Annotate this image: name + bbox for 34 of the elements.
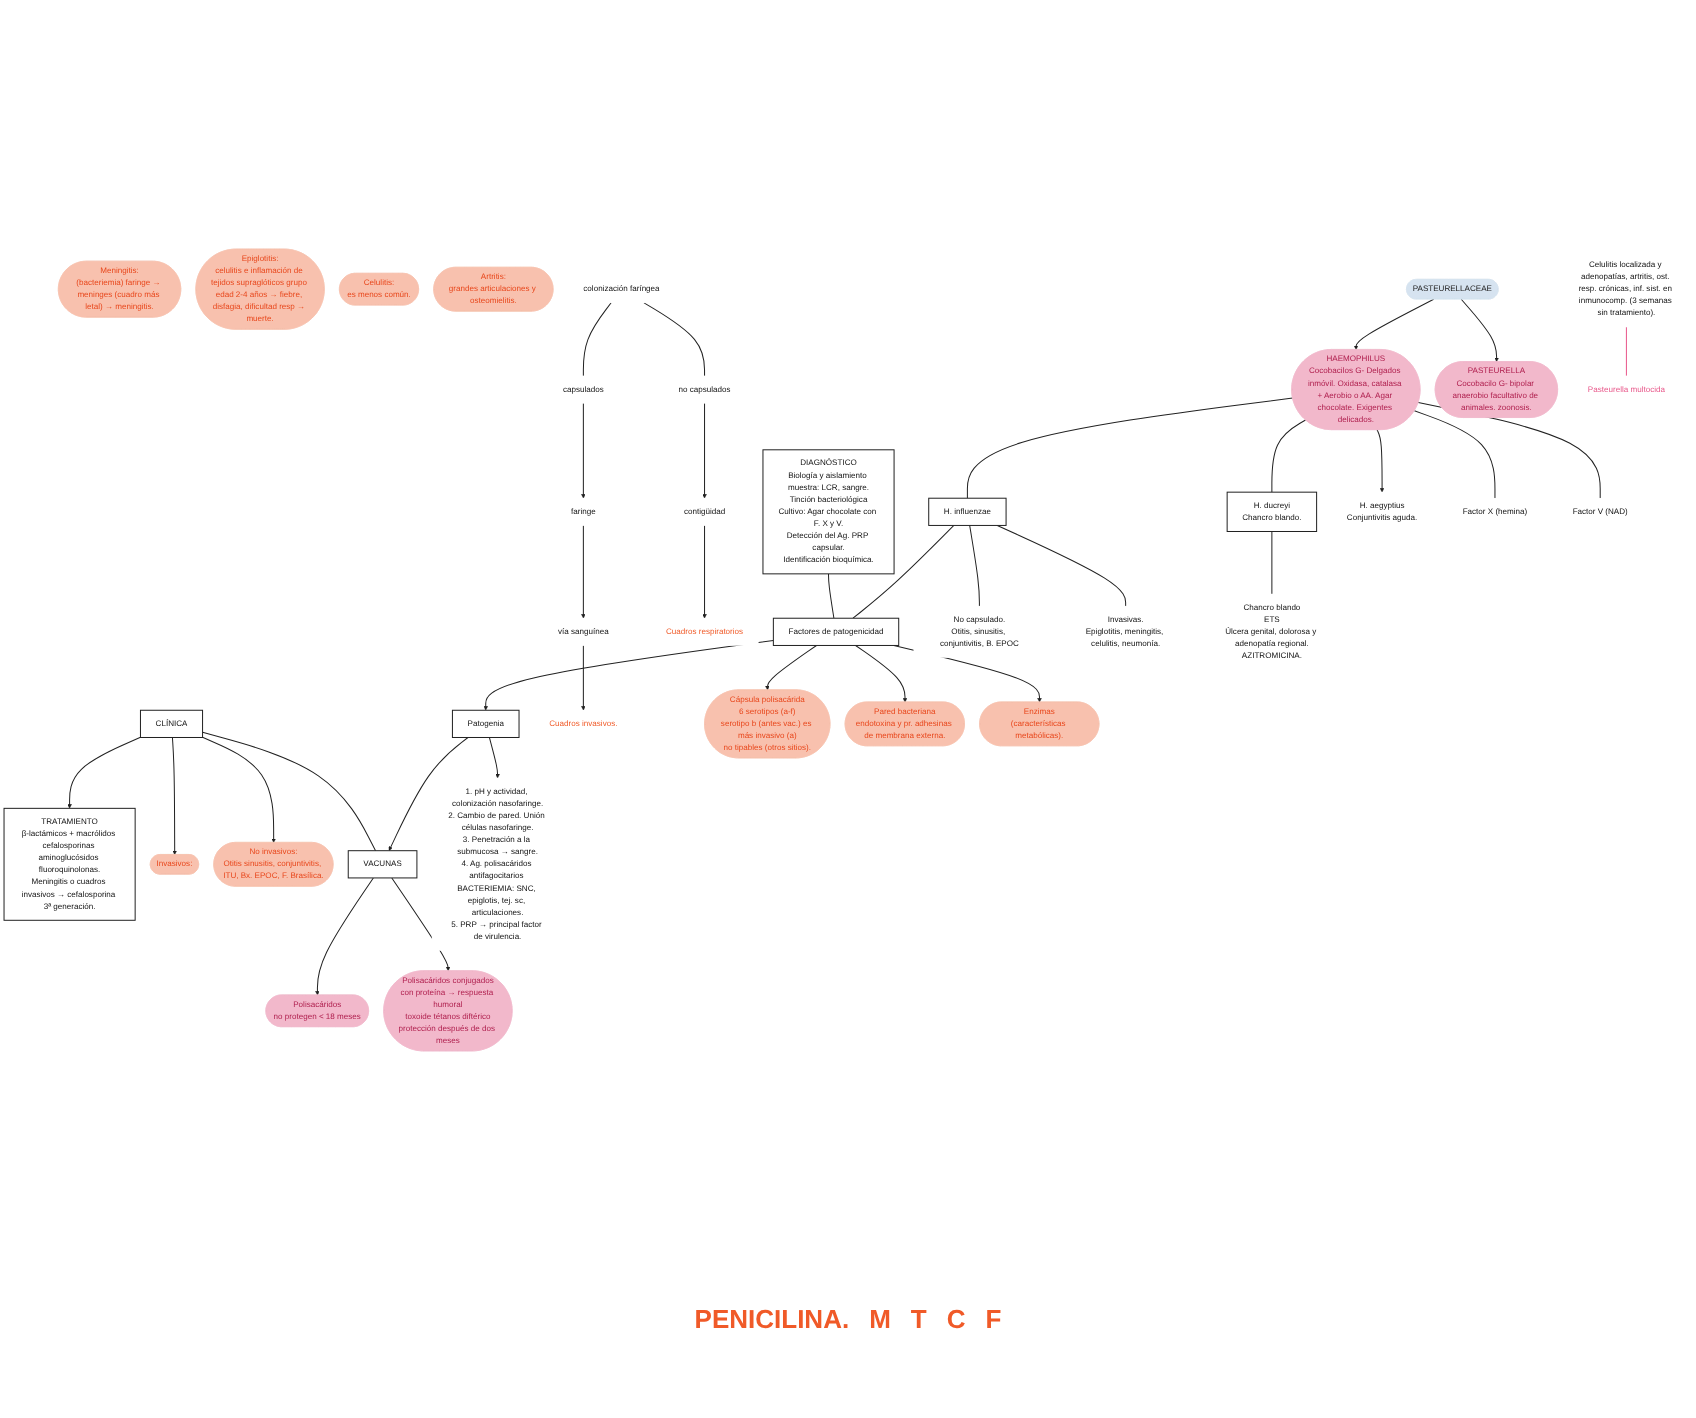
connector bbox=[1271, 531, 1273, 595]
connector bbox=[996, 524, 1127, 607]
arrow bbox=[483, 639, 774, 711]
arrow bbox=[488, 737, 500, 779]
arrow bbox=[581, 524, 586, 619]
arrow bbox=[171, 737, 177, 855]
arrow bbox=[1460, 298, 1499, 362]
connector bbox=[582, 302, 612, 377]
arrow bbox=[702, 402, 707, 499]
note-text: M bbox=[869, 1304, 891, 1334]
arrow bbox=[581, 644, 586, 711]
connector bbox=[852, 524, 955, 619]
connector bbox=[1271, 419, 1307, 493]
note-text: T bbox=[910, 1304, 927, 1334]
note-text: PENICILINA. bbox=[694, 1304, 850, 1334]
arrow bbox=[702, 524, 707, 619]
connector bbox=[969, 524, 980, 607]
arrow bbox=[67, 736, 141, 809]
connector bbox=[1625, 326, 1627, 377]
arrow bbox=[765, 644, 817, 691]
connector bbox=[966, 397, 1294, 499]
arrow bbox=[1353, 298, 1435, 350]
connector bbox=[828, 573, 835, 619]
arrow bbox=[581, 402, 586, 499]
arrow bbox=[315, 877, 374, 996]
arrow bbox=[855, 644, 908, 703]
note-text: C bbox=[946, 1304, 966, 1334]
arrow bbox=[388, 737, 469, 851]
note-text: F bbox=[985, 1304, 1002, 1334]
connector bbox=[643, 302, 706, 377]
connector bbox=[1413, 410, 1496, 499]
arrow bbox=[1376, 429, 1385, 493]
connector bbox=[202, 731, 377, 852]
arrow bbox=[202, 736, 276, 843]
